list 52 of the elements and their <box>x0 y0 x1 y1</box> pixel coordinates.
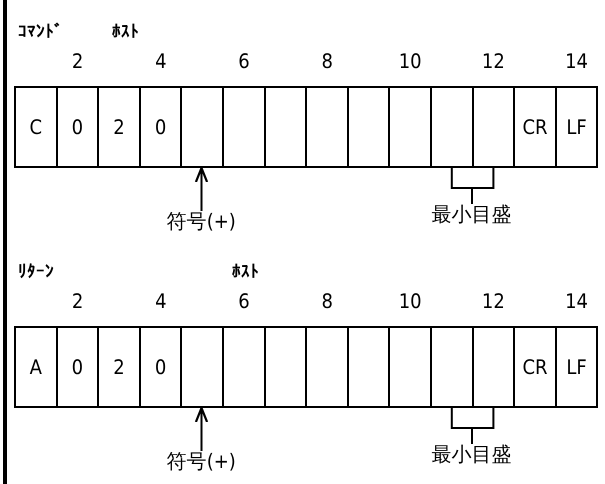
empty-field-cell <box>305 86 349 168</box>
resolution-label: 最小目盛 <box>432 202 512 226</box>
position-number: 6 <box>238 49 250 73</box>
empty-field-cell <box>180 86 224 168</box>
position-number: 4 <box>155 49 167 73</box>
header-label: ｺﾏﾝﾄﾞ <box>18 21 63 44</box>
sign-label: 符号(+) <box>166 449 236 473</box>
empty-field-cell <box>180 326 224 408</box>
position-number: 2 <box>72 49 84 73</box>
position-number: 4 <box>155 289 167 313</box>
field-cell: CR <box>513 326 557 408</box>
field-cell: LF <box>554 86 598 168</box>
field-cell: CR <box>513 86 557 168</box>
leader-arrow <box>194 406 208 451</box>
field-cell: 0 <box>138 326 182 408</box>
position-number: 10 <box>398 49 422 73</box>
field-cell: 0 <box>56 326 100 408</box>
position-number: 12 <box>482 289 505 313</box>
empty-field-cell <box>305 326 349 408</box>
empty-field-cell <box>430 86 474 168</box>
empty-field-cell <box>222 86 266 168</box>
position-number: 12 <box>482 49 505 73</box>
leader-arrow <box>194 166 208 211</box>
position-number: 14 <box>565 49 588 73</box>
empty-field-cell <box>388 326 432 408</box>
field-cell: 2 <box>97 326 141 408</box>
position-number: 6 <box>238 289 250 313</box>
position-number: 8 <box>322 289 333 313</box>
position-number: 8 <box>322 49 333 73</box>
empty-field-cell <box>264 326 308 408</box>
position-number: 2 <box>72 289 84 313</box>
header-label: ﾎｽﾄ <box>232 261 259 284</box>
field-cell: LF <box>554 326 598 408</box>
empty-field-cell <box>472 326 516 408</box>
position-number: 14 <box>565 289 588 313</box>
sign-label: 符号(+) <box>166 209 236 233</box>
field-cell: 0 <box>138 86 182 168</box>
empty-field-cell <box>346 326 390 408</box>
empty-field-cell <box>222 326 266 408</box>
resolution-label: 最小目盛 <box>432 442 512 466</box>
header-label: ﾎｽﾄ <box>112 21 139 44</box>
empty-field-cell <box>346 86 390 168</box>
field-cell: C <box>14 86 58 168</box>
field-cell: 2 <box>97 86 141 168</box>
field-cell: A <box>14 326 58 408</box>
empty-field-cell <box>472 86 516 168</box>
header-label: ﾘﾀｰﾝ <box>18 261 54 284</box>
empty-field-cell <box>264 86 308 168</box>
empty-field-cell <box>388 86 432 168</box>
empty-field-cell <box>430 326 474 408</box>
field-cell: 0 <box>56 86 100 168</box>
position-number: 10 <box>398 289 422 313</box>
